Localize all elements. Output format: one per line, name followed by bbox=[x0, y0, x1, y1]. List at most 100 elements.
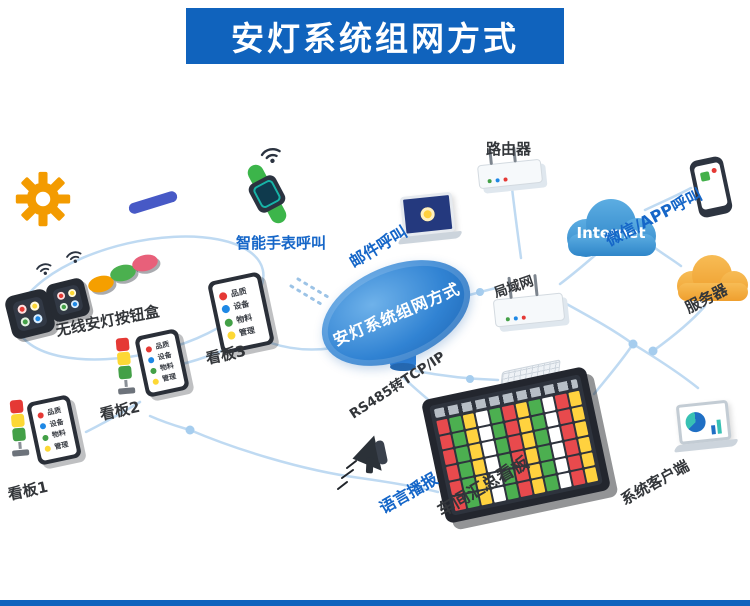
junction-dot bbox=[185, 425, 195, 435]
summary-cell bbox=[469, 443, 484, 460]
tower-green-segment bbox=[12, 427, 27, 442]
summary-cell bbox=[455, 446, 470, 463]
summary-cell bbox=[475, 410, 490, 427]
summary-cell bbox=[439, 433, 454, 450]
router-led bbox=[495, 178, 500, 183]
status-dot bbox=[149, 366, 157, 375]
megaphone-icon bbox=[352, 435, 388, 474]
status-dot bbox=[223, 317, 234, 328]
sound-mark bbox=[337, 481, 348, 490]
summary-cell bbox=[462, 413, 477, 429]
summary-cell bbox=[492, 422, 507, 439]
router-label: 路由器 bbox=[486, 140, 532, 158]
connector bbox=[643, 186, 693, 212]
status-dot bbox=[145, 345, 153, 353]
connector bbox=[510, 186, 523, 260]
board-row-label: 管理 bbox=[161, 372, 177, 384]
dotted-connector bbox=[296, 277, 330, 299]
summary-cell bbox=[521, 432, 536, 449]
server-cloud-icon bbox=[668, 248, 750, 310]
junction-dot bbox=[648, 346, 658, 356]
bottom-bar bbox=[0, 600, 750, 606]
status-dot bbox=[37, 411, 45, 419]
board-row: 管理 bbox=[44, 440, 71, 453]
board-face: 品质设备物料管理 bbox=[138, 332, 186, 394]
board-row: 设备 bbox=[221, 299, 258, 314]
summary-cell bbox=[580, 451, 595, 468]
board-row-label: 品质 bbox=[229, 286, 248, 299]
tower-pole bbox=[124, 379, 128, 388]
board-row-label: 设备 bbox=[156, 350, 173, 362]
junction-dot bbox=[466, 375, 474, 383]
board-row-label: 物料 bbox=[51, 428, 67, 440]
summary-cell bbox=[488, 407, 503, 424]
button-dot-green bbox=[59, 302, 69, 312]
summary-cell bbox=[544, 411, 559, 428]
button-dot-blue bbox=[32, 313, 44, 325]
wifi-icon bbox=[36, 263, 52, 275]
connector bbox=[592, 342, 635, 396]
summary-cell bbox=[538, 445, 553, 461]
summary-cell bbox=[564, 439, 579, 456]
board-face: 品质设备物料管理 bbox=[30, 398, 78, 462]
summary-cell bbox=[446, 464, 461, 481]
sound-mark bbox=[346, 460, 357, 469]
board-row: 管理 bbox=[152, 372, 179, 385]
sound-mark bbox=[341, 469, 354, 479]
connector bbox=[148, 414, 440, 494]
summary-cell bbox=[567, 390, 582, 407]
router-led bbox=[487, 178, 492, 184]
tower-yellow-segment bbox=[10, 413, 25, 428]
cloud-shape bbox=[567, 199, 656, 257]
summary-cell bbox=[574, 421, 589, 438]
summary-cell bbox=[459, 461, 474, 478]
status-dot bbox=[39, 422, 47, 431]
summary-cell bbox=[541, 460, 556, 477]
connector bbox=[631, 342, 700, 390]
summary-cell bbox=[541, 396, 556, 413]
board-row: 物料 bbox=[223, 312, 261, 328]
button-dot-yellow bbox=[29, 300, 41, 312]
notification-dot bbox=[711, 167, 718, 174]
board-row-label: 管理 bbox=[53, 440, 70, 451]
summary-cell bbox=[557, 408, 573, 425]
tower-yellow-segment bbox=[116, 351, 131, 366]
board-row: 物料 bbox=[41, 428, 69, 442]
board-face: 品质设备物料管理 bbox=[211, 275, 271, 351]
summary-cell bbox=[554, 393, 569, 410]
button-box-face bbox=[51, 283, 85, 317]
smartwatch-label: 智能手表呼叫 bbox=[236, 234, 327, 252]
router-led bbox=[513, 316, 519, 321]
dotted-connector-group bbox=[289, 277, 330, 306]
summary-cell bbox=[557, 472, 572, 489]
wifi-icon bbox=[260, 148, 281, 164]
page-title: 安灯系统组网方式 bbox=[231, 19, 519, 58]
summary-cell bbox=[452, 431, 467, 447]
board-row-label: 品质 bbox=[154, 340, 171, 351]
client-laptop-icon bbox=[673, 399, 740, 453]
summary-cell bbox=[436, 418, 451, 435]
summary-cell bbox=[534, 429, 549, 446]
connector bbox=[561, 300, 635, 346]
status-dot bbox=[147, 356, 155, 364]
summary-cell bbox=[479, 425, 494, 442]
board-row-label: 管理 bbox=[238, 325, 256, 339]
summary-cell bbox=[584, 467, 599, 484]
summary-cell bbox=[449, 415, 464, 432]
button-dot-red bbox=[16, 303, 28, 315]
internet-label: Internet bbox=[576, 224, 646, 242]
status-dot bbox=[44, 445, 52, 453]
summary-cell bbox=[531, 414, 546, 431]
summary-cell bbox=[518, 481, 533, 498]
wifi-icon bbox=[66, 251, 82, 263]
summary-cell bbox=[554, 457, 569, 474]
summary-cell bbox=[505, 419, 520, 436]
status-dot bbox=[152, 377, 160, 385]
summary-cell bbox=[544, 475, 559, 492]
summary-cell bbox=[465, 428, 480, 445]
summary-cell bbox=[561, 424, 576, 440]
sound-wave-marks bbox=[337, 460, 357, 490]
email-logo bbox=[419, 206, 436, 222]
junction-dots bbox=[185, 288, 658, 435]
